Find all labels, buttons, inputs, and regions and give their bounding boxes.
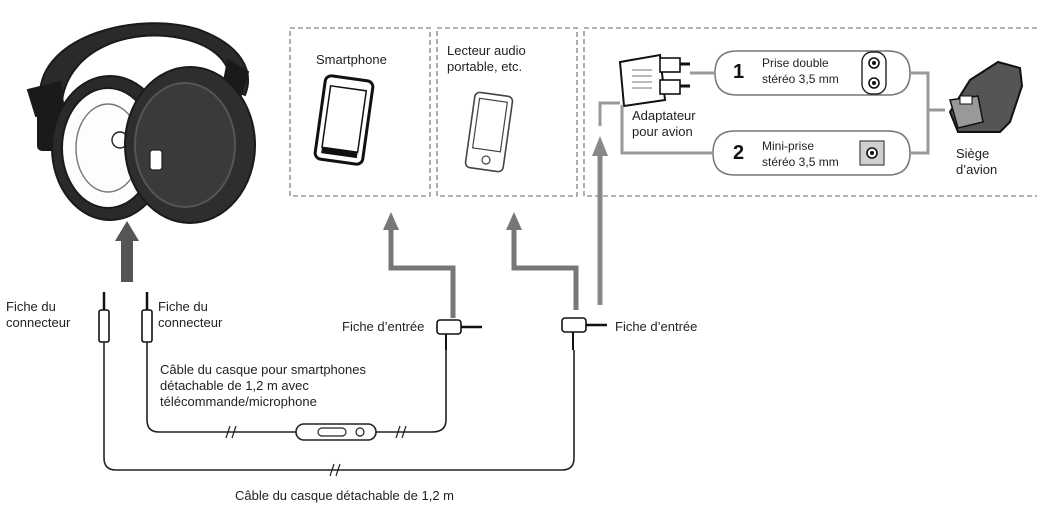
headphones-icon [26,22,256,224]
route-smartphone [383,212,456,318]
airplane-seat-label: Siège d’avion [956,146,998,177]
input-plug-1-label: Fiche d’entrée [342,319,425,334]
option-1-number: 1 [733,61,745,83]
detachable-cable [103,342,575,471]
smartphone-cable-label: Câble du casque pour smartphones détacha… [160,362,366,409]
input-plug-2-label: Fiche d’entrée [615,319,698,334]
connector-plug-left-icon [98,292,110,343]
smartphone-icon [313,74,375,166]
airplane-adapter-icon [618,53,690,108]
airplane-seat-icon [948,60,1024,133]
smartphone-label: Smartphone [316,52,387,67]
connector-plug-right-label: Fiche du connecteur [158,299,223,330]
portable-player-icon [464,91,514,173]
mini-plug-label: Mini-prise stéréo 3,5 mm [762,139,839,169]
route-airplane [592,101,620,305]
airplane-box [583,27,1037,197]
airplane-adapter-label: Adaptateur pour avion [632,108,696,139]
connector-plug-right-icon [141,292,153,343]
connector-plug-left-label: Fiche du connecteur [6,299,71,330]
player-box [436,27,578,197]
option-2-number: 2 [733,142,745,164]
remote-control-icon [295,423,377,441]
smartphone-box [289,27,431,197]
detachable-cable-label: Câble du casque détachable de 1,2 m [235,488,454,503]
input-plug-1-icon [436,319,482,350]
adapter-connector-lines [620,71,945,155]
route-player [506,212,579,310]
portable-player-label: Lecteur audio portable, etc. [447,43,526,74]
input-plug-2-icon [561,317,607,350]
dual-plug-label: Prise double stéréo 3,5 mm [762,56,839,86]
cable-break-marks [225,425,407,477]
up-arrow-headphones [115,221,139,282]
